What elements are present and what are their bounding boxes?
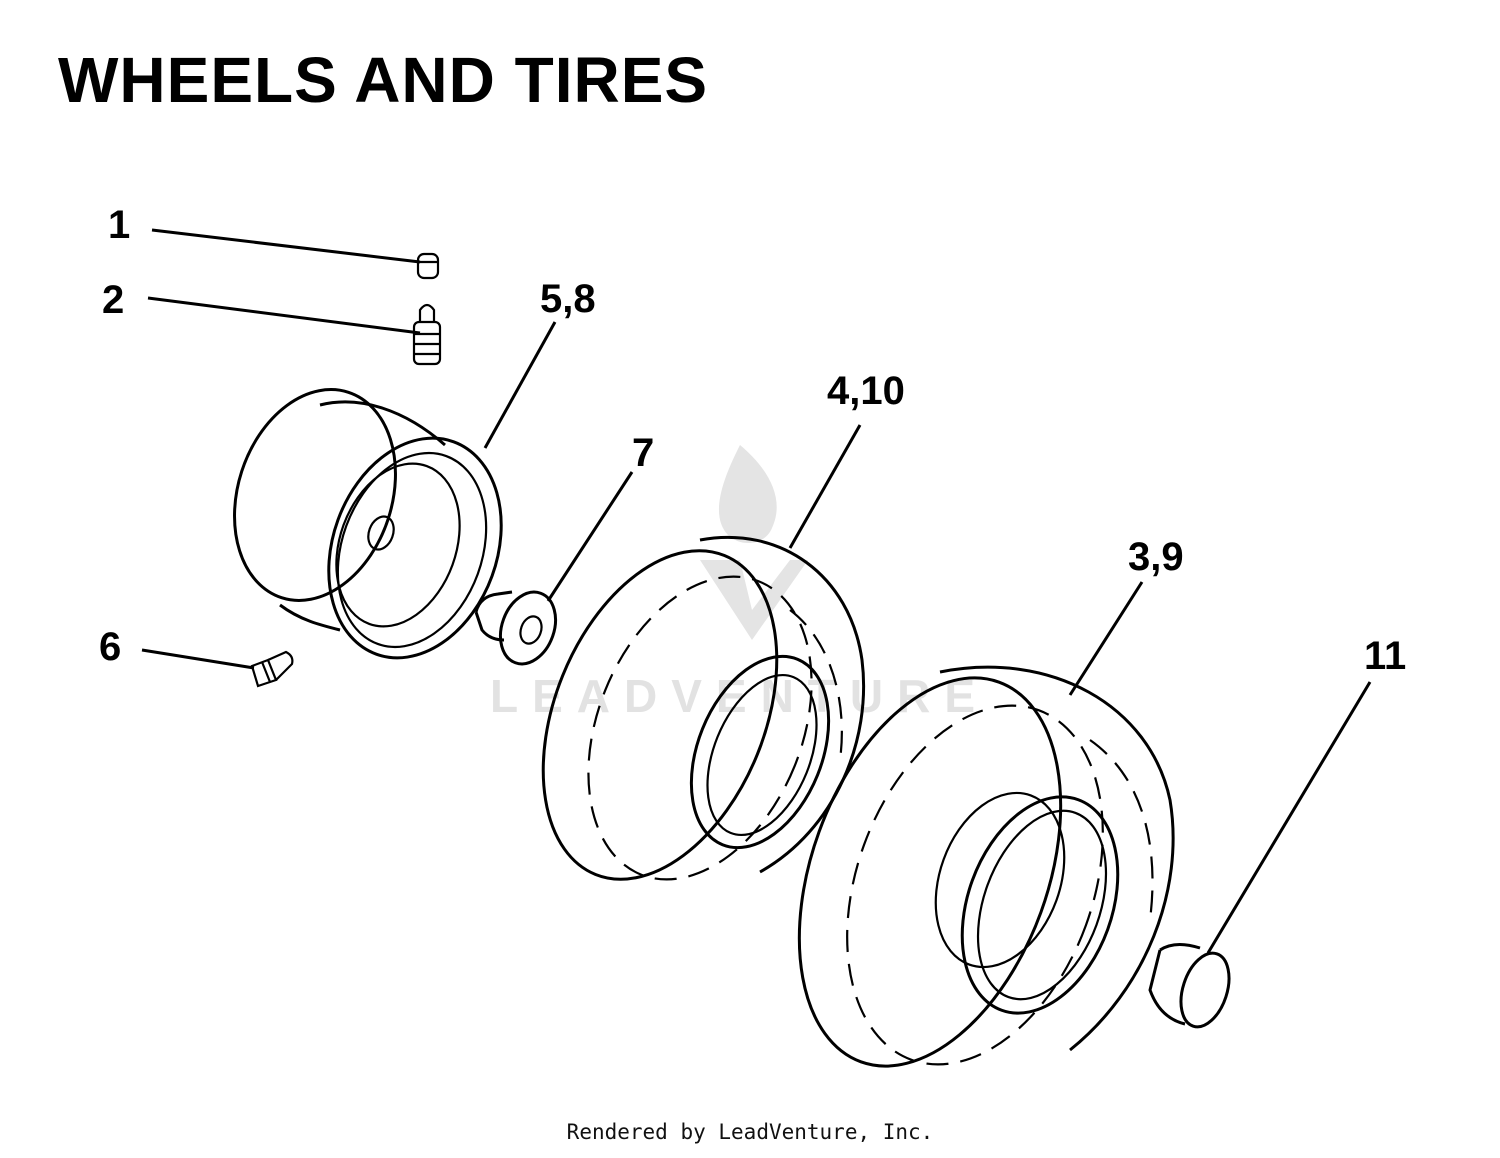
- valve-stem: [412, 303, 442, 366]
- callout-6: 6: [99, 625, 121, 669]
- valve-cap: [416, 252, 440, 280]
- callout-1: 1: [108, 203, 130, 247]
- watermark-text: LEADVENTURE: [490, 670, 989, 722]
- page-title: WHEELS AND TIRES: [58, 44, 709, 116]
- callout-4-10: 4,10: [827, 369, 905, 413]
- callout-3-9: 3,9: [1128, 535, 1184, 579]
- leader-lines: [141, 228, 1372, 954]
- grease-fitting: [250, 650, 294, 688]
- footer-credit: Rendered by LeadVenture, Inc.: [566, 1120, 934, 1144]
- rear-tire: [797, 665, 1175, 1068]
- wheel-rim: [233, 388, 503, 660]
- callout-11: 11: [1364, 634, 1406, 678]
- front-tire: [541, 535, 866, 881]
- hub-cap: [1148, 943, 1231, 1029]
- callout-7: 7: [632, 431, 654, 475]
- watermark-logo: [700, 445, 808, 640]
- bushing: [474, 590, 558, 666]
- callout-5-8: 5,8: [540, 277, 596, 321]
- callout-2: 2: [102, 278, 124, 322]
